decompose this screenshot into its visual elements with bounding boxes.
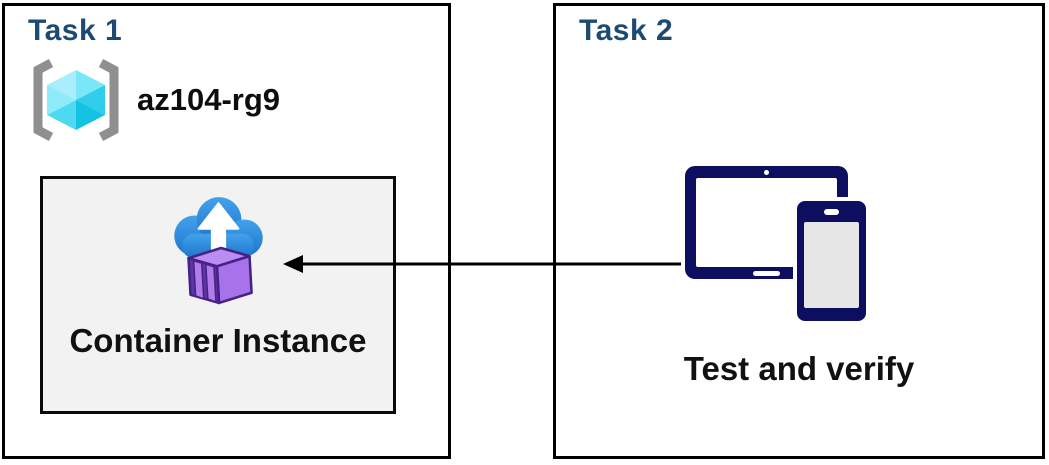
container-instance-icon xyxy=(174,197,263,305)
tablet-camera-dot xyxy=(764,170,769,175)
resource-group: az104-rg9 xyxy=(27,58,280,142)
task1-box: Task 1 az104-rg9 xyxy=(2,3,451,459)
phone-screen xyxy=(804,222,859,308)
container-instance-box: Container Instance xyxy=(40,176,396,414)
tablet-home-button xyxy=(753,271,780,276)
resource-group-name: az104-rg9 xyxy=(137,82,281,117)
test-verify-label: Test and verify xyxy=(683,350,915,387)
task2-box: Task 2 Test and verify xyxy=(553,3,1045,459)
container-instance-label: Container Instance xyxy=(69,322,367,359)
phone-icon xyxy=(797,201,866,321)
task1-title: Task 1 xyxy=(28,14,123,47)
resource-group-icon xyxy=(33,59,119,141)
phone-speaker-slot xyxy=(824,209,839,215)
task2-title: Task 2 xyxy=(579,14,674,47)
devices-icon xyxy=(685,166,877,338)
